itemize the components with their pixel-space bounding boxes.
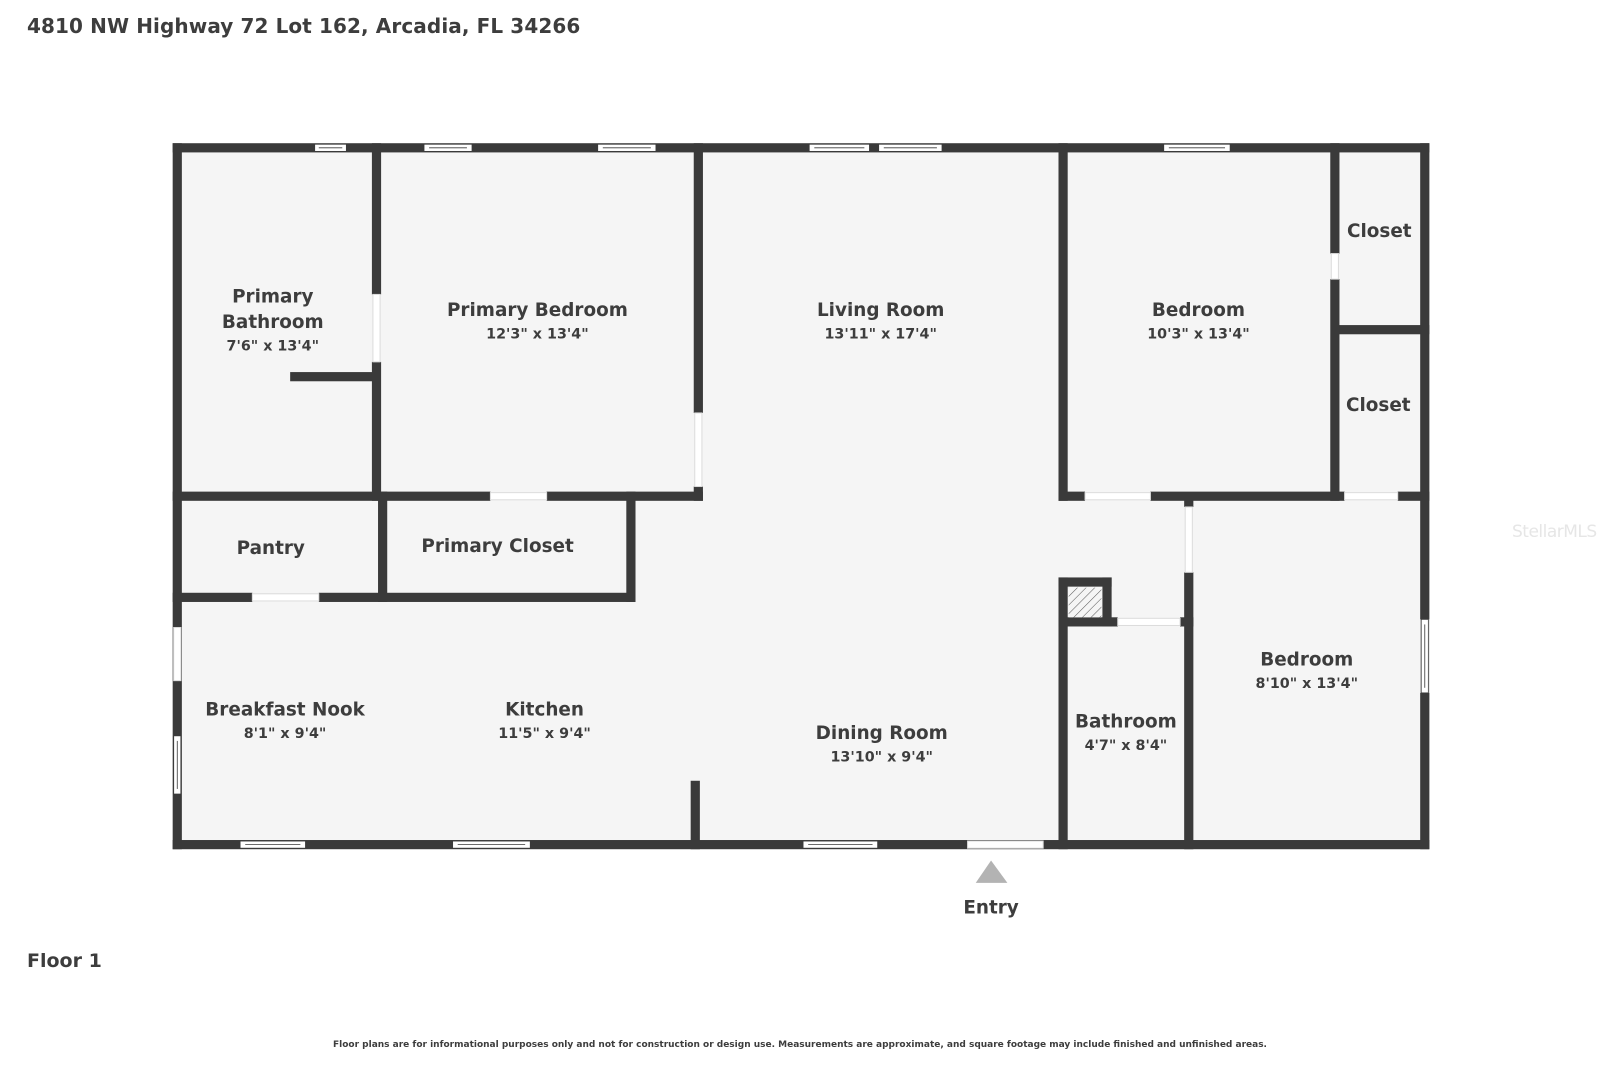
room-name: Dining Room: [816, 723, 948, 744]
room-dimensions: 8'10" x 13'4": [1256, 676, 1359, 692]
room-primary-bathroom: Primary Bathroom 7'6" x 13'4": [222, 287, 324, 355]
walls: [172, 143, 1430, 850]
room-breakfast-nook: Breakfast Nook 8'1" x 9'4": [205, 699, 365, 741]
door-openings: [173, 253, 1399, 849]
room-name: Bathroom: [1075, 712, 1177, 733]
stellarmls-watermark: StellarMLS: [1512, 522, 1597, 542]
disclaimer-text: Floor plans are for informational purpos…: [333, 1040, 1267, 1050]
room-dimensions: 12'3" x 13'4": [486, 326, 589, 342]
room-name: Pantry: [237, 538, 305, 559]
room-name: Primary Closet: [421, 536, 574, 557]
room-name: Primary Bedroom: [447, 300, 628, 321]
room-name: Closet: [1347, 221, 1412, 242]
room-primary-closet: Primary Closet: [421, 536, 574, 557]
room-dimensions: 13'10" x 9'4": [830, 749, 933, 765]
room-dimensions: 13'11" x 17'4": [824, 326, 936, 342]
room-closet-2: Closet: [1346, 395, 1411, 416]
room-bathroom: Bathroom 4'7" x 8'4": [1075, 712, 1177, 754]
entry-arrow-icon: [975, 860, 1008, 883]
room-name: Bathroom: [222, 312, 324, 333]
room-dining-room: Dining Room 13'10" x 9'4": [816, 723, 948, 765]
room-name: Kitchen: [505, 699, 584, 720]
room-name: Bedroom: [1260, 649, 1353, 670]
floor-label: Floor 1: [27, 950, 102, 972]
room-dimensions: 10'3" x 13'4": [1147, 326, 1250, 342]
room-kitchen: Kitchen 11'5" x 9'4": [498, 699, 591, 741]
room-primary-bedroom: Primary Bedroom 12'3" x 13'4": [447, 300, 628, 342]
hatched-column: [1068, 587, 1102, 618]
room-name: Bedroom: [1152, 300, 1245, 321]
room-bedroom-2: Bedroom 8'10" x 13'4": [1256, 649, 1359, 691]
room-name: Breakfast Nook: [205, 699, 365, 720]
property-address: 4810 NW Highway 72 Lot 162, Arcadia, FL …: [27, 14, 581, 38]
room-dimensions: 4'7" x 8'4": [1085, 738, 1168, 754]
room-bedroom-1: Bedroom 10'3" x 13'4": [1147, 300, 1250, 342]
room-dimensions: 11'5" x 9'4": [498, 726, 591, 742]
room-name: Living Room: [817, 300, 944, 321]
room-dimensions: 7'6" x 13'4": [227, 339, 320, 355]
entry-label: Entry: [963, 898, 1018, 919]
room-pantry: Pantry: [237, 538, 305, 559]
room-dimensions: 8'1" x 9'4": [244, 726, 327, 742]
room-living-room: Living Room 13'11" x 17'4": [817, 300, 944, 342]
room-name: Closet: [1346, 395, 1411, 416]
room-name: Primary: [232, 287, 313, 308]
windows: [173, 143, 1429, 849]
room-closet-1: Closet: [1347, 221, 1412, 242]
